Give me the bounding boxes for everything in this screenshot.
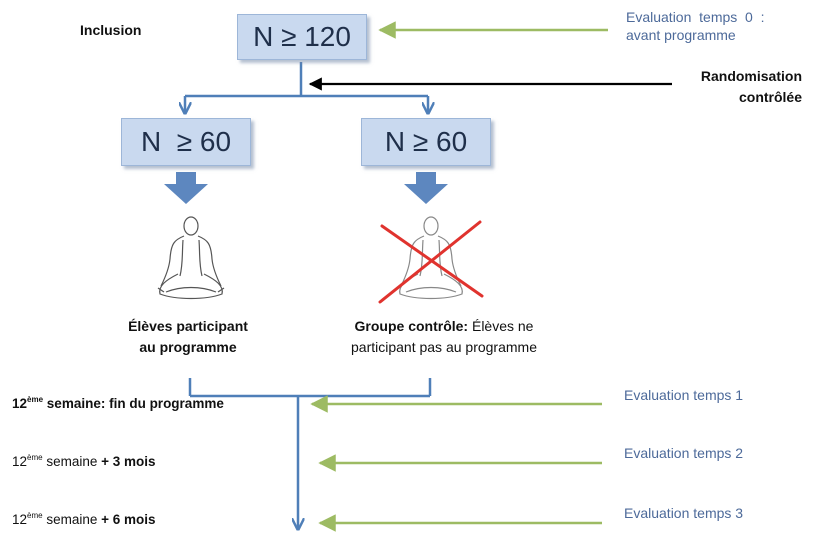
group-intervention-line1: Élèves participant [128,318,248,334]
eval1-label: Evaluation temps 1 [624,387,744,403]
group-control-title: Groupe contrôle: [354,318,469,334]
eval0-line1: Evaluation temps 0 : [626,9,765,25]
group-control-caption: Groupe contrôle: Élèves ne participant p… [316,316,572,358]
box-control: N ≥ 60 [361,118,491,166]
randomisation-label: Randomisation contrôlée [652,66,802,108]
down-arrow-right [404,172,448,204]
timeline-label-1: 12ème semaine: fin du programme [12,395,224,411]
inclusion-label: Inclusion [80,22,142,38]
group-control-line1: Élèves ne [468,318,534,334]
group-intervention-caption: Élèves participant au programme [96,316,280,358]
split-connector [185,62,428,112]
merge-connector [188,378,432,528]
timeline-label-3: 12ème semaine + 6 mois [12,511,156,527]
box-total: N ≥ 120 [237,14,367,60]
down-arrow-left [164,172,208,204]
timeline-label-2: 12ème semaine + 3 mois [12,453,156,469]
randomisation-line1: Randomisation [700,68,802,84]
box-intervention: N ≥ 60 [121,118,251,166]
randomisation-line2: contrôlée [738,89,802,105]
eval2-label: Evaluation temps 2 [624,445,744,461]
eval0-line2: avant programme [626,27,736,43]
red-cross-icon [378,220,484,304]
meditating-person-icon [157,216,225,300]
eval3-label: Evaluation temps 3 [624,505,744,521]
meditating-person-crossed-icon [378,216,484,304]
group-intervention-line2: au programme [139,339,237,355]
group-control-line2: participant pas au programme [351,339,537,355]
eval0-label: Evaluation temps 0 : avant programme [626,8,816,44]
